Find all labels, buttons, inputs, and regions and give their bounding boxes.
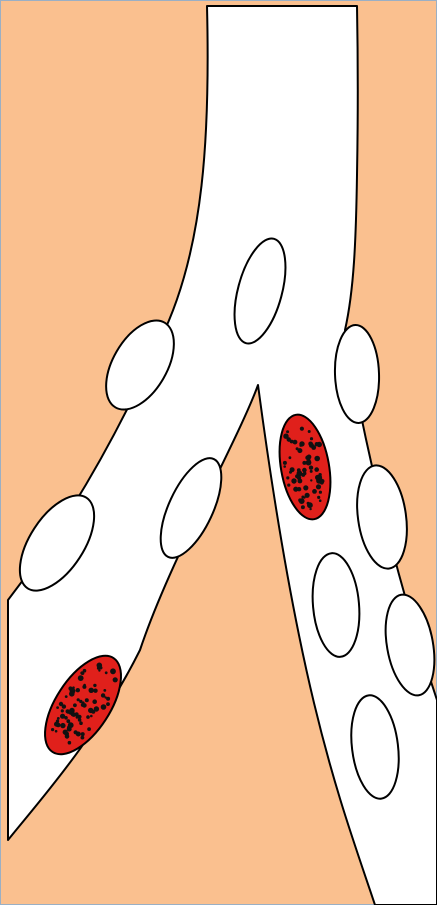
red-cell-dot <box>73 703 77 707</box>
red-cell-dot <box>77 698 80 701</box>
red-cell-dot <box>301 473 305 477</box>
red-cell-dot <box>312 489 317 494</box>
red-cell-dot <box>104 696 106 698</box>
red-cell-dot <box>319 491 322 494</box>
red-cell-dot <box>65 734 70 739</box>
red-cell-dot <box>71 713 74 716</box>
red-cell-dot <box>310 470 313 473</box>
red-cell-dot <box>307 502 313 508</box>
red-cell-dot <box>308 430 311 433</box>
red-cell-dot <box>69 691 75 697</box>
red-cell-dot <box>79 721 83 725</box>
red-cell-dot <box>92 699 97 704</box>
red-cell-dot <box>56 723 61 728</box>
red-cell-dot <box>93 689 97 693</box>
red-cell-dot <box>97 663 103 669</box>
red-cell-dot <box>307 455 312 460</box>
red-cell-dot <box>86 715 90 719</box>
red-cell-dot <box>61 709 64 712</box>
red-cell-dot <box>286 476 289 479</box>
red-cell-dot <box>113 677 118 682</box>
red-cell-dot <box>106 702 110 706</box>
red-cell-dot <box>316 484 321 489</box>
red-cell-dot <box>78 675 84 681</box>
red-cell-dot <box>316 475 322 481</box>
red-cell-dot <box>299 441 304 446</box>
red-cell-dot <box>85 698 89 702</box>
red-cell-dot <box>101 704 107 710</box>
red-cell-dot <box>283 465 286 468</box>
red-cell-dot <box>315 442 319 446</box>
red-cell-dot <box>51 728 54 731</box>
red-cell-dot <box>82 703 87 708</box>
red-cell-dot <box>309 443 314 448</box>
red-cell-dot <box>56 706 59 709</box>
red-cell-dot <box>72 711 75 714</box>
red-cell-dot <box>283 461 287 465</box>
red-cell-dot <box>60 714 65 719</box>
red-cell-dot <box>301 505 305 509</box>
red-cell-dot <box>89 688 94 693</box>
red-cell-dot <box>83 669 87 673</box>
red-cell-dot <box>65 695 68 698</box>
red-cell-dot <box>91 710 95 714</box>
red-cell-dot <box>60 723 65 728</box>
red-cell-dot <box>286 430 289 433</box>
red-cell-dot <box>297 468 301 472</box>
red-cell-dot <box>314 456 320 462</box>
red-cell-dot <box>75 712 79 716</box>
red-cell-dot <box>308 459 311 462</box>
red-cell-dot <box>320 481 324 485</box>
red-cell-dot <box>110 668 116 674</box>
red-cell-dot <box>317 496 320 499</box>
red-cell-dot <box>90 715 93 718</box>
red-cell-dot <box>63 730 68 735</box>
red-cell-dot <box>290 440 294 444</box>
red-cell-dot <box>310 437 313 440</box>
red-cell-dot <box>103 689 106 692</box>
red-cell-dot <box>314 467 319 472</box>
red-cell-dot <box>68 741 72 745</box>
red-cell-dot <box>298 479 303 484</box>
red-cell-dot <box>302 468 307 473</box>
red-cell-dot <box>303 496 305 498</box>
red-cell-dot <box>319 499 322 502</box>
red-cell-dot <box>289 456 292 459</box>
red-cell-dot <box>81 736 85 740</box>
red-cell-dot <box>62 704 66 708</box>
red-cell-dot <box>302 461 306 465</box>
red-cell-dot <box>55 730 58 733</box>
red-cell-dot <box>309 508 311 510</box>
red-cell-dot <box>297 487 301 491</box>
red-cell-dot <box>283 434 288 439</box>
red-cell-dot <box>78 718 82 722</box>
red-cell-dot <box>310 479 312 481</box>
red-cell-dot <box>87 727 91 731</box>
red-cell-dot <box>80 672 83 675</box>
red-cell-dot <box>105 671 108 674</box>
red-cell-dot <box>290 467 295 472</box>
red-cell-dot <box>309 466 313 470</box>
red-cell-dot <box>300 427 304 431</box>
red-cell-dot <box>303 485 308 490</box>
red-cell-dot <box>297 448 302 453</box>
red-cell-dot <box>293 479 296 482</box>
red-cell-dot <box>74 730 78 734</box>
red-cell-dot <box>76 688 80 692</box>
red-cell-dot <box>93 684 96 687</box>
red-cell-dot <box>57 717 60 720</box>
red-cell-dot <box>81 732 85 736</box>
red-cell-dot <box>68 722 74 728</box>
red-cell-dot <box>287 484 290 487</box>
red-cell-dot <box>299 498 305 504</box>
red-cell-dot <box>82 685 86 689</box>
